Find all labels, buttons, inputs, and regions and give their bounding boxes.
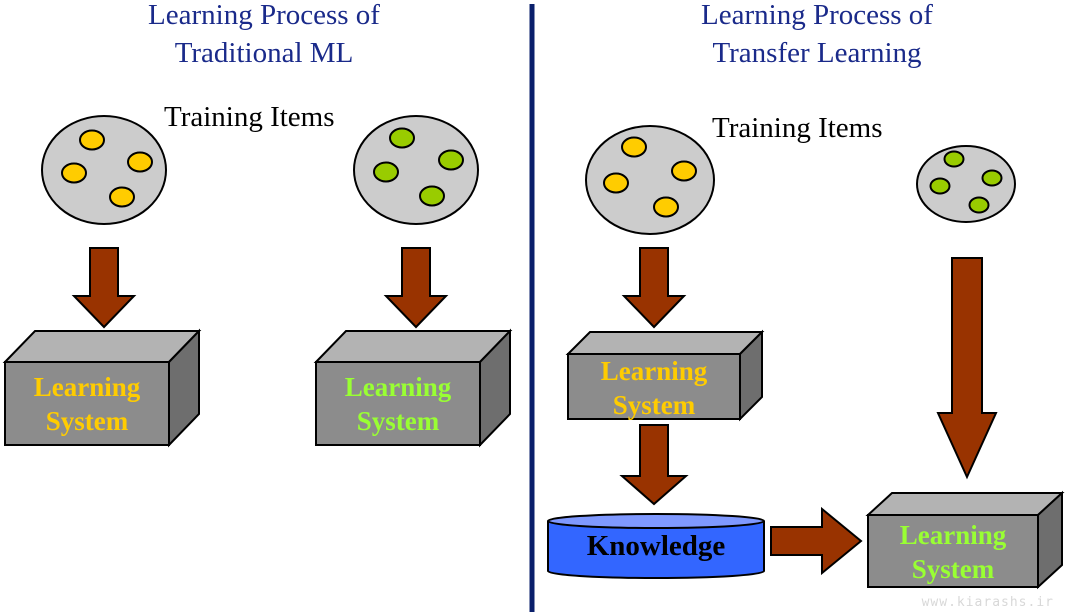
target-items-cluster: [353, 115, 479, 225]
system1-line1: Learning: [33, 372, 141, 402]
learning-system-label-2: Learning System: [316, 370, 480, 438]
transfer-learning-title: Learning Process of Transfer Learning: [617, 0, 1017, 72]
target-system-line1: Learning: [899, 520, 1007, 550]
arrow-down-to-knowledge: [619, 424, 689, 506]
training-items-label-left: Training Items: [164, 101, 335, 133]
traditional-ml-title: Learning Process of Traditional ML: [64, 0, 464, 72]
traditional-title-line1: Learning Process of: [148, 0, 380, 31]
knowledge-cylinder: [547, 513, 765, 579]
arrow-down-left-1: [71, 247, 137, 329]
system2-line2: System: [356, 406, 440, 436]
transfer-source-items-cluster: [585, 125, 715, 235]
learning-system-box-2: [313, 328, 513, 448]
transfer-source-system-label: Learning System: [568, 354, 740, 422]
arrow-down-transfer-source: [621, 247, 687, 329]
transfer-target-system-label: Learning System: [868, 518, 1038, 586]
transfer-target-items-cluster: [916, 145, 1016, 223]
transfer-source-system-box: [565, 329, 765, 422]
learning-system-label-1: Learning System: [5, 370, 169, 438]
arrow-down-transfer-target: [936, 257, 998, 480]
system2-line1: Learning: [344, 372, 452, 402]
learning-system-box-1: [2, 328, 202, 448]
arrow-down-left-2: [383, 247, 449, 329]
training-items-label-right: Training Items: [712, 112, 883, 144]
arrow-right-knowledge-transfer: [770, 506, 863, 576]
source-system-line1: Learning: [600, 356, 708, 386]
transfer-title-line1: Learning Process of: [701, 0, 933, 31]
traditional-title-line2: Traditional ML: [174, 37, 354, 69]
transfer-target-system-box: [865, 490, 1065, 590]
target-system-line2: System: [911, 554, 995, 584]
system1-line2: System: [45, 406, 129, 436]
watermark: www.kiarashs.ir: [921, 595, 1054, 610]
source-system-line2: System: [612, 390, 696, 420]
knowledge-label: Knowledge: [586, 530, 726, 562]
source-items-cluster: [41, 115, 167, 225]
transfer-title-line2: Transfer Learning: [712, 37, 922, 69]
